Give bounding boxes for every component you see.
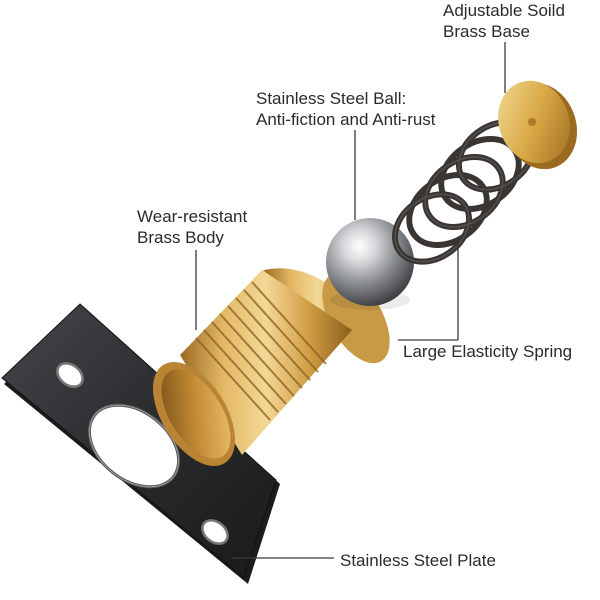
brass-threads <box>195 281 327 421</box>
label-ball-line1: Stainless Steel Ball: <box>256 89 407 108</box>
label-stainless-steel-plate: Stainless Steel Plate <box>340 550 496 571</box>
label-large-elasticity-spring: Large Elasticity Spring <box>403 341 572 362</box>
label-body-line2: Brass Body <box>137 228 224 247</box>
label-base-line2: Brass Base <box>443 22 530 41</box>
label-brass-body: Wear-resistant Brass Body <box>137 206 247 248</box>
adjustable-brass-base <box>498 80 578 170</box>
label-stainless-steel-ball: Stainless Steel Ball: Anti-fiction and A… <box>256 88 436 130</box>
label-spring-line1: Large Elasticity Spring <box>403 342 573 361</box>
label-body-line1: Wear-resistant <box>137 207 248 226</box>
stainless-steel-plate <box>1 303 280 584</box>
label-ball-line2: Anti-fiction and Anti-rust <box>256 110 436 129</box>
leader-lines <box>195 42 506 559</box>
brass-body <box>152 268 390 467</box>
label-adjustable-brass-base: Adjustable Soild Brass Base <box>443 0 565 42</box>
label-plate-line1: Stainless Steel Plate <box>340 551 496 570</box>
stainless-steel-ball <box>326 218 414 310</box>
label-base-line1: Adjustable Soild <box>443 1 565 20</box>
